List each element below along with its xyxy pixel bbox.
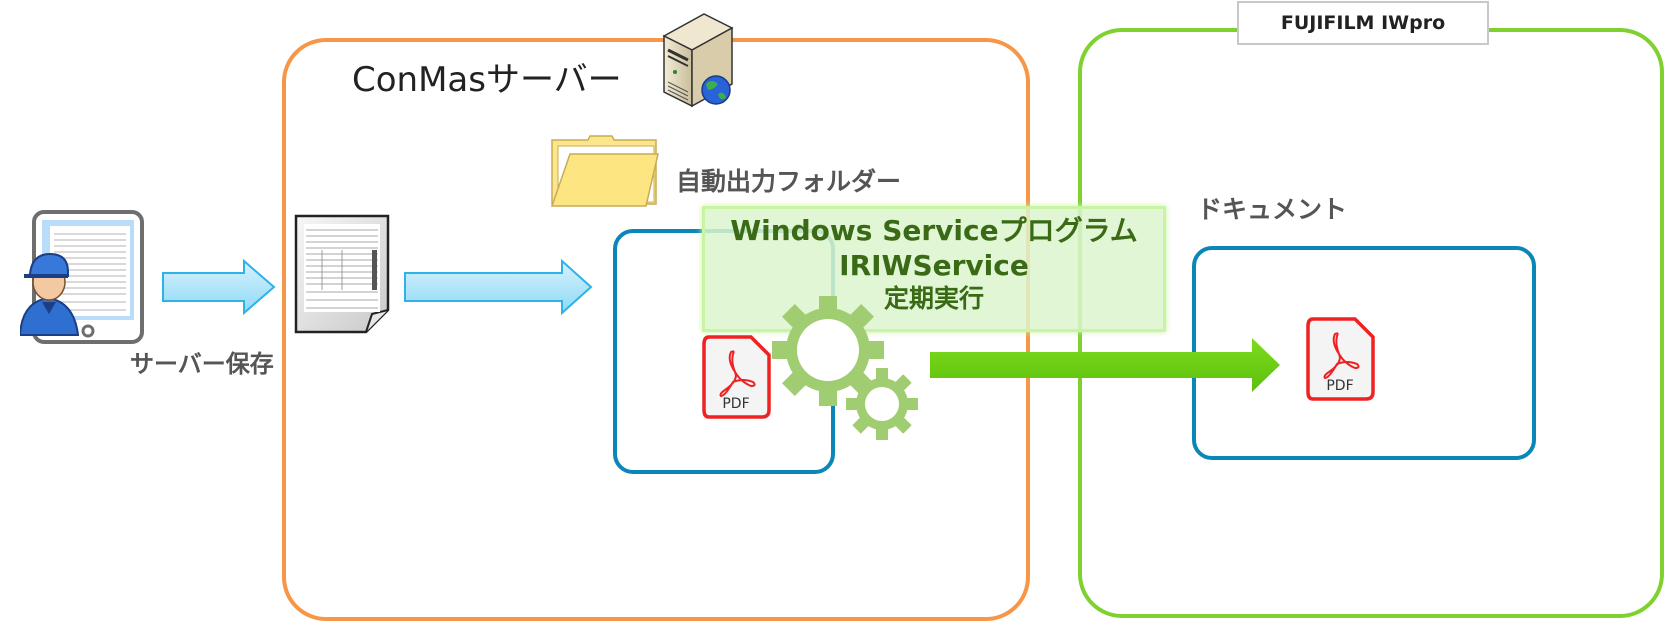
gears-icon (772, 296, 918, 440)
pdf-label: PDF (722, 396, 749, 412)
pdf-file-icon: PDF (1306, 317, 1375, 401)
service-schedule: 定期実行 (883, 284, 984, 313)
form-document-icon (294, 214, 390, 334)
service-title: Windows Serviceプログラム (730, 214, 1138, 247)
document-label: ドキュメント (1197, 195, 1348, 224)
arrow-right-icon (404, 258, 593, 316)
windows-service-box: Windows Serviceプログラム IRIWService 定期実行 (702, 206, 1166, 332)
conmas-server-label: ConMasサーバー (352, 60, 622, 100)
pdf-file-icon: PDF (702, 335, 771, 419)
server-save-label: サーバー保存 (130, 350, 274, 378)
arrow-right-icon (162, 258, 276, 316)
service-name: IRIWService (839, 249, 1029, 282)
pdf-label: PDF (1326, 378, 1353, 394)
iwpro-title: FUJIFILM IWpro (1237, 1, 1489, 45)
tablet-worker-icon (20, 210, 144, 344)
arrow-right-icon (930, 338, 1280, 392)
server-icon (662, 13, 734, 108)
auto-output-folder-label: 自動出力フォルダー (676, 167, 902, 196)
folder-icon (550, 135, 659, 207)
